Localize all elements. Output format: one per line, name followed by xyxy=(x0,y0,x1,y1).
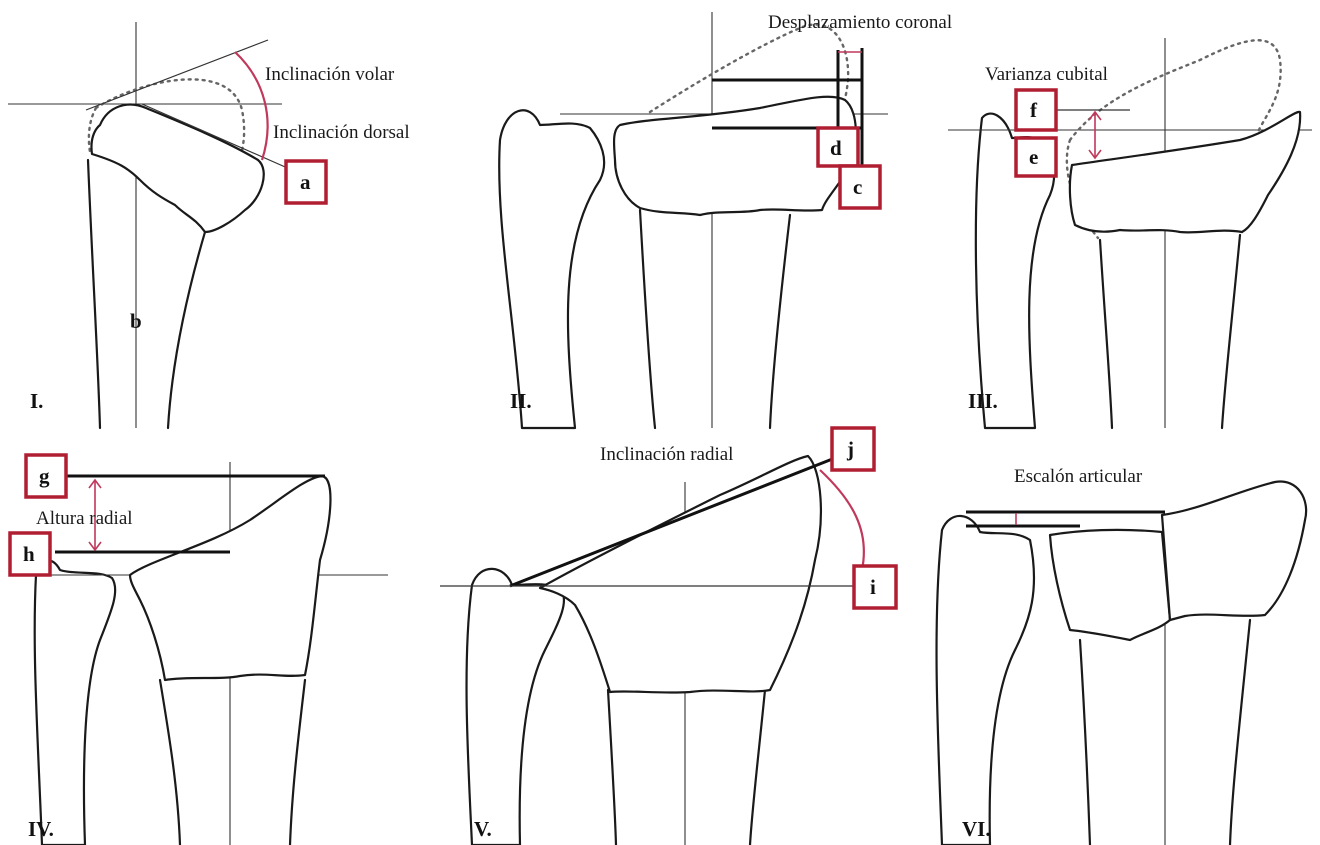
panel-5-ulna xyxy=(467,569,564,845)
panel-2-radius-shaft xyxy=(640,210,790,428)
panel-1-caption-volar: Inclinación volar xyxy=(265,64,395,85)
panel-5-marker-j: j xyxy=(846,437,854,461)
panel-6-radial-fragment xyxy=(1162,482,1306,620)
panel-2-caption: Desplazamiento coronal xyxy=(768,12,952,33)
panel-4-caption: Altura radial xyxy=(36,508,133,529)
panel-3-caption: Varianza cubital xyxy=(985,64,1108,85)
panel-4-label: IV. xyxy=(28,817,54,841)
panel-1-label: I. xyxy=(30,389,43,413)
panel-6-caption: Escalón articular xyxy=(1014,466,1143,487)
panel-5-radius-shaft xyxy=(608,690,765,845)
panel-2-marker-c: c xyxy=(853,175,862,199)
panel-5-marker-i: i xyxy=(870,575,876,599)
panel-5-distal-radius xyxy=(540,456,821,693)
panel-3-marker-f: f xyxy=(1030,98,1038,122)
panel-2-label: II. xyxy=(510,389,532,413)
panel-4-marker-g: g xyxy=(39,464,50,488)
panel-6-ulna xyxy=(937,516,1034,845)
panel-5-angle-arc xyxy=(820,470,864,570)
panel-6-label: VI. xyxy=(962,817,991,841)
panel-3-radius-shaft xyxy=(1100,235,1240,428)
panel-1-distal-fragment xyxy=(91,105,263,232)
panel-6-ulnar-fragment xyxy=(1050,530,1170,640)
panel-5-label: V. xyxy=(474,817,492,841)
panel-6: Escalón articular VI. xyxy=(937,466,1307,845)
panel-1: Inclinación volar Inclinación dorsal a b… xyxy=(8,22,410,428)
panel-4-marker-h: h xyxy=(23,542,35,566)
panel-1-marker-b: b xyxy=(130,309,142,333)
panel-2-ulna xyxy=(499,110,604,428)
panel-2: Desplazamiento coronal d c II. xyxy=(499,12,952,428)
panel-3-label: III. xyxy=(968,389,998,413)
panel-4: g Altura radial h IV. xyxy=(10,455,388,845)
panel-5-caption: Inclinación radial xyxy=(600,444,733,465)
panel-2-marker-d: d xyxy=(830,136,842,160)
panel-1-volar-tangent xyxy=(86,40,268,110)
panel-1-marker-a: a xyxy=(300,170,311,194)
panel-5: Inclinación radial j i V. xyxy=(440,428,896,845)
panel-3: Varianza cubital f e III. xyxy=(948,38,1312,428)
panel-1-caption-dorsal: Inclinación dorsal xyxy=(273,122,410,143)
panel-4-ulna xyxy=(35,560,116,845)
panel-3-marker-e: e xyxy=(1029,145,1038,169)
panel-4-radius-shaft xyxy=(160,680,305,845)
